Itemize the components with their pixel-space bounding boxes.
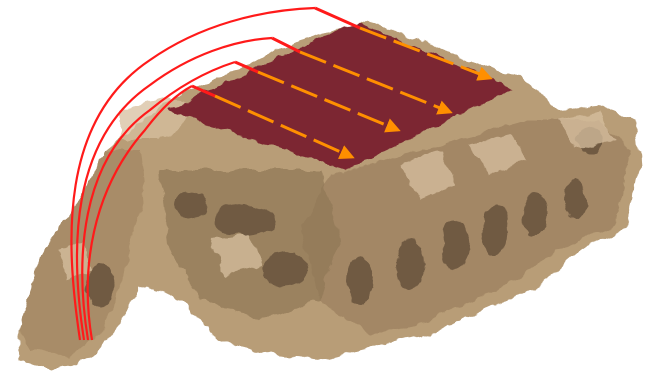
port-opening (263, 252, 307, 288)
port-opening (482, 206, 508, 254)
flow-arrow (315, 8, 360, 28)
port-opening (523, 193, 547, 237)
port-opening (396, 240, 424, 290)
port-opening (215, 204, 275, 236)
port-opening (441, 219, 469, 271)
port-opening (346, 256, 374, 304)
port-opening (564, 180, 586, 220)
port-opening (86, 263, 114, 307)
port-opening (174, 191, 206, 219)
